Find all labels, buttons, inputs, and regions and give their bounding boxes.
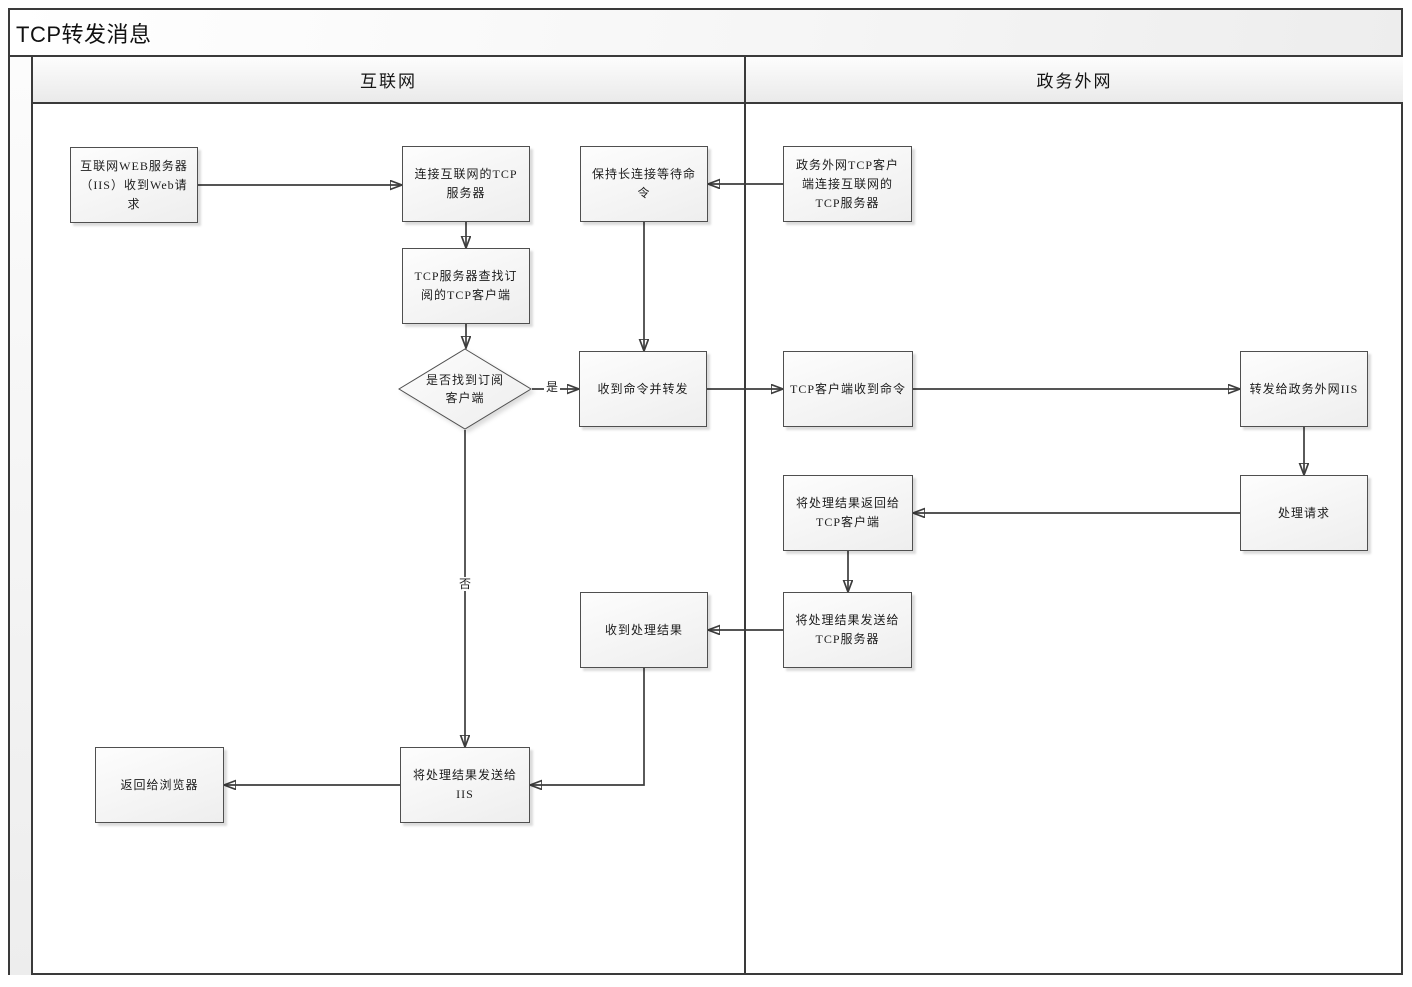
node-label: 连接互联网的TCP服务器: [414, 167, 518, 200]
node-label: 是否找到订阅客户端: [425, 373, 504, 405]
node-label: 转发给政务外网IIS: [1249, 381, 1359, 396]
edge-label-yes: 是: [543, 380, 561, 394]
node-return-client: 将处理结果返回给TCP客户端: [783, 475, 913, 551]
edge-label-no: 否: [456, 577, 474, 591]
lane-label-gov-extranet: 政务外网: [1036, 72, 1113, 91]
node-return-browser: 返回给浏览器: [95, 747, 224, 823]
node-client-recv: TCP客户端收到命令: [783, 351, 913, 427]
node-send-iis: 将处理结果发送给IIS: [400, 747, 530, 823]
node-connect-tcp: 连接互联网的TCP服务器: [402, 146, 530, 222]
node-send-server: 将处理结果发送给TCP服务器: [783, 592, 912, 668]
node-find-client: TCP服务器查找订阅的TCP客户端: [402, 248, 530, 324]
node-label: 政务外网TCP客户端连接互联网的TCP服务器: [795, 157, 899, 210]
lane-header-internet: 互联网: [33, 57, 744, 104]
lane-header-gov-extranet: 政务外网: [746, 57, 1403, 104]
node-forward-cmd: 收到命令并转发: [579, 351, 707, 427]
node-label: 收到命令并转发: [597, 381, 689, 396]
side-strip-separator: [31, 57, 33, 975]
node-label: 返回给浏览器: [120, 777, 199, 792]
node-forward-gov-iis: 转发给政务外网IIS: [1240, 351, 1368, 427]
swimlane-side-strip: [10, 57, 31, 975]
node-label: 互联网WEB服务器（IIS）收到Web请求: [80, 158, 188, 211]
node-label: TCP客户端收到命令: [790, 381, 907, 396]
node-decision-found: 是否找到订阅客户端: [398, 348, 532, 430]
node-gov-connect: 政务外网TCP客户端连接互联网的TCP服务器: [783, 146, 912, 222]
node-label: TCP服务器查找订阅的TCP客户端: [414, 269, 518, 302]
node-recv-result: 收到处理结果: [580, 592, 708, 668]
node-label: 将处理结果发送给IIS: [412, 768, 517, 801]
title-band: TCP转发消息: [8, 8, 1403, 57]
node-web-request: 互联网WEB服务器（IIS）收到Web请求: [70, 147, 198, 223]
lane-label-internet: 互联网: [360, 72, 417, 91]
diagram-title: TCP转发消息: [16, 21, 152, 47]
node-label: 将处理结果发送给TCP服务器: [795, 613, 900, 646]
node-label: 收到处理结果: [604, 622, 683, 637]
node-label: 保持长连接等待命令: [591, 167, 696, 200]
decision-diamond-shape: [398, 348, 532, 430]
node-process-req: 处理请求: [1240, 475, 1368, 551]
node-label: 处理请求: [1277, 505, 1330, 520]
node-label: 将处理结果返回给TCP客户端: [795, 496, 900, 529]
lane-divider: [744, 57, 746, 975]
node-keep-alive: 保持长连接等待命令: [580, 146, 708, 222]
